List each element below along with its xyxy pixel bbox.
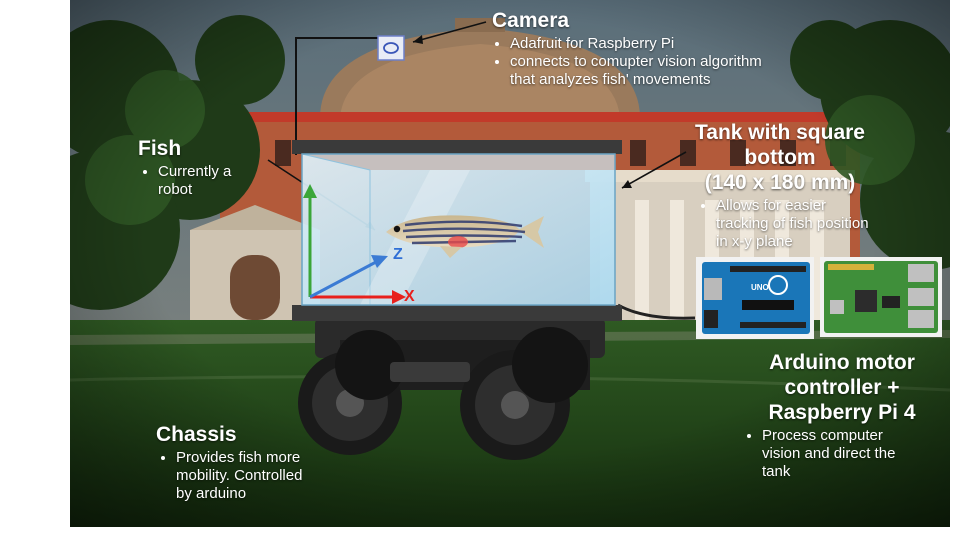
z-axis-label: Z [393,246,403,263]
camera-bullet: Adafruit for Raspberry Pi [510,35,770,53]
controller-title-line: Raspberry Pi 4 [768,401,916,424]
controller-title-line: controller + [784,376,900,399]
controller-title: Arduino motor controller + Raspberry Pi … [742,350,942,425]
camera-bullets: Adafruit for Raspberry Pi connects to co… [490,35,770,89]
tank-callout: Tank with square bottom (140 x 180 mm) A… [670,120,890,251]
camera-callout: Camera Adafruit for Raspberry Pi connect… [490,8,770,89]
tank-title-line: bottom [744,146,816,169]
fish-bullet: Currently a robot [158,163,258,199]
chassis-callout: Chassis Provides fish more mobility. Con… [156,422,306,503]
fish-title: Fish [138,137,182,160]
fish-callout: Fish Currently a robot [138,136,278,199]
chassis-illustration [298,318,605,460]
scene-illustration: UNO [70,0,950,527]
tank-title: Tank with square bottom (140 x 180 mm) [670,120,890,195]
tank-bullet: Allows for easier tracking of fish posit… [716,197,876,251]
camera-icon [377,35,405,61]
chassis-title: Chassis [156,423,237,446]
controller-callout: Arduino motor controller + Raspberry Pi … [742,350,942,481]
fish-illustration [386,215,544,258]
tank-title-line: (140 x 180 mm) [704,171,856,194]
tank-title-line: Tank with square [695,121,865,144]
x-axis-label: X [404,288,415,305]
tank-bullets: Allows for easier tracking of fish posit… [696,197,876,251]
chassis-bullet: Provides fish more mobility. Controlled … [176,449,306,503]
camera-bullet: connects to comupter vision algorithm th… [510,53,770,89]
arduino-board-image: UNO [696,257,814,339]
controller-bullet: Process computer vision and direct the t… [762,427,912,481]
controller-bullets: Process computer vision and direct the t… [742,427,912,481]
controller-title-line: Arduino motor [769,351,915,374]
slide: UNO X Z Camera Adafruit for Raspberry Pi… [70,0,950,527]
z-axis-arrow [309,260,377,299]
arduino-uno-label: UNO [751,283,769,292]
raspberry-pi-board-image [820,257,942,337]
fish-bullets: Currently a robot [138,163,258,199]
chassis-bullets: Provides fish more mobility. Controlled … [156,449,306,503]
camera-title: Camera [492,9,570,32]
